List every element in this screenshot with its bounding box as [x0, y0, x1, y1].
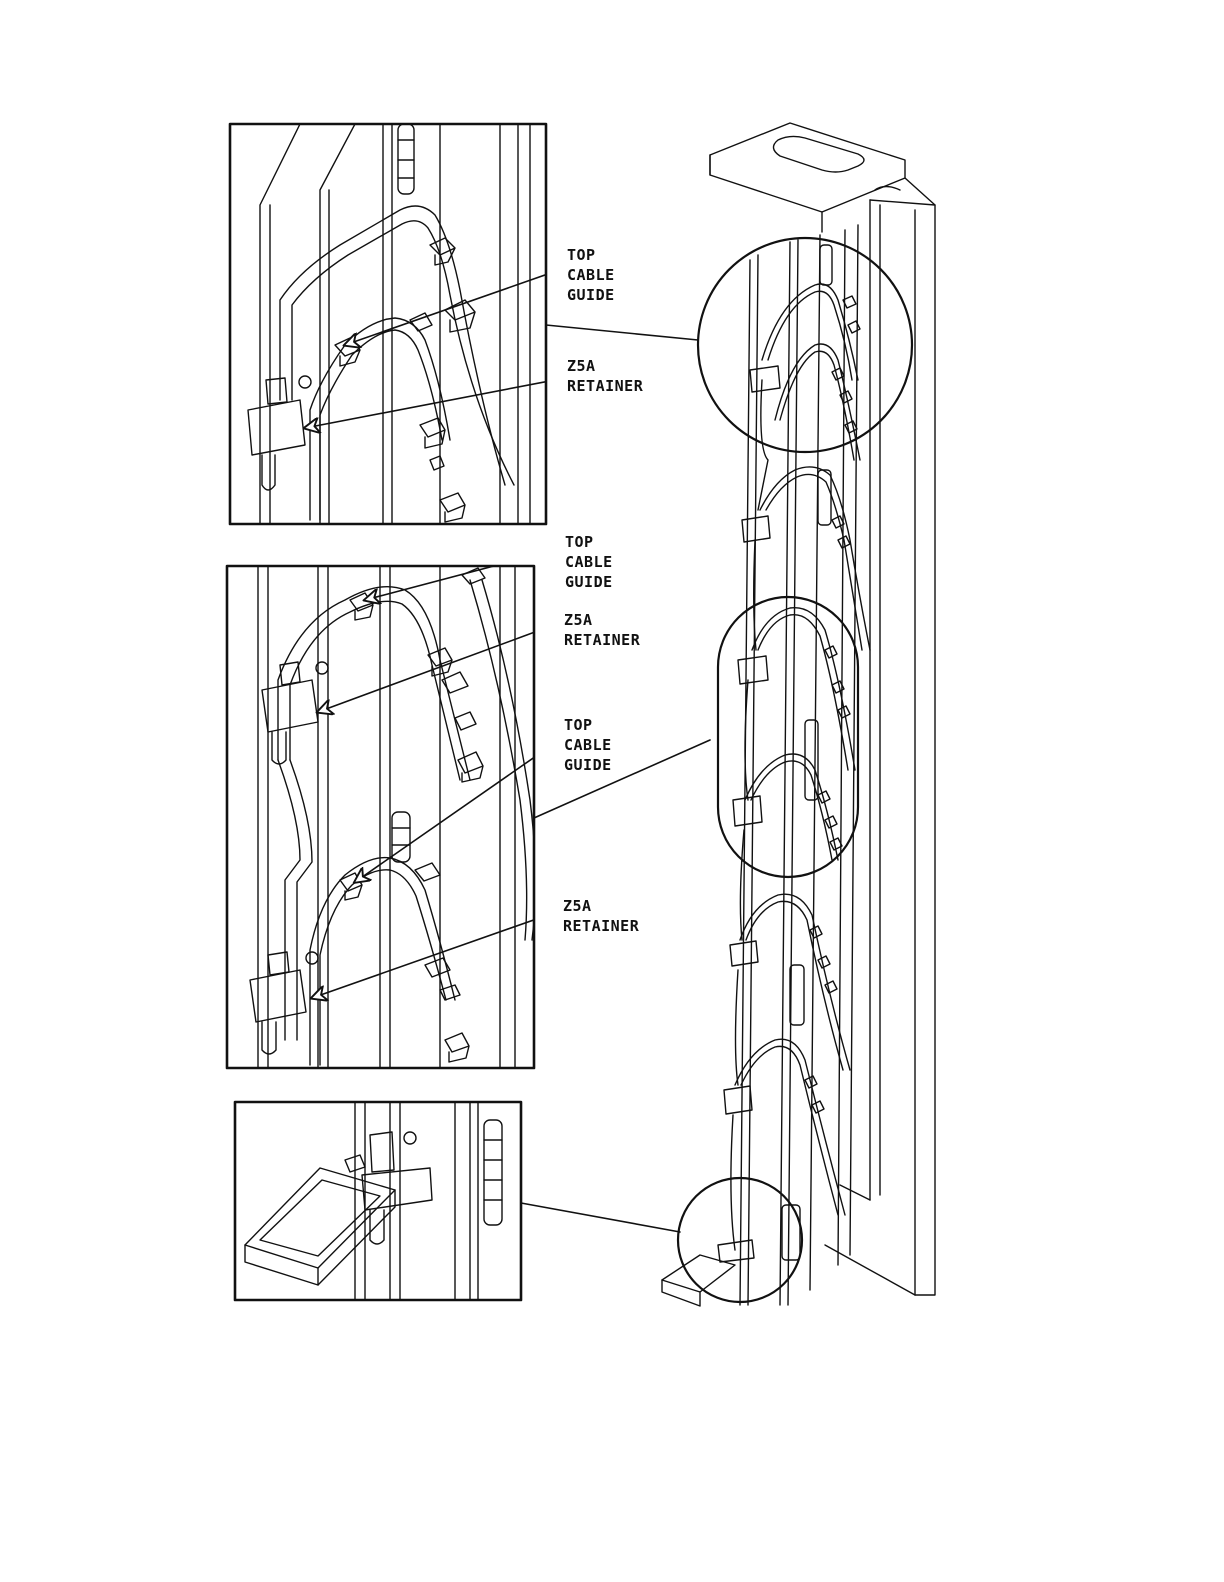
detail-middle	[227, 548, 562, 1068]
callout-top-cable-guide-1: TOP CABLE GUIDE	[567, 245, 615, 305]
detail-markers	[678, 238, 912, 1302]
callout-top-cable-guide-2: TOP CABLE GUIDE	[565, 532, 613, 592]
detail-bottom	[235, 1102, 521, 1300]
callout-z5a-retainer-1: Z5A RETAINER	[567, 356, 643, 396]
detail-top	[230, 124, 565, 524]
callout-z5a-retainer-2: Z5A RETAINER	[564, 610, 640, 650]
callout-z5a-retainer-3: Z5A RETAINER	[563, 896, 639, 936]
frame-main-view	[662, 123, 935, 1306]
callout-top-cable-guide-3: TOP CABLE GUIDE	[564, 715, 612, 775]
